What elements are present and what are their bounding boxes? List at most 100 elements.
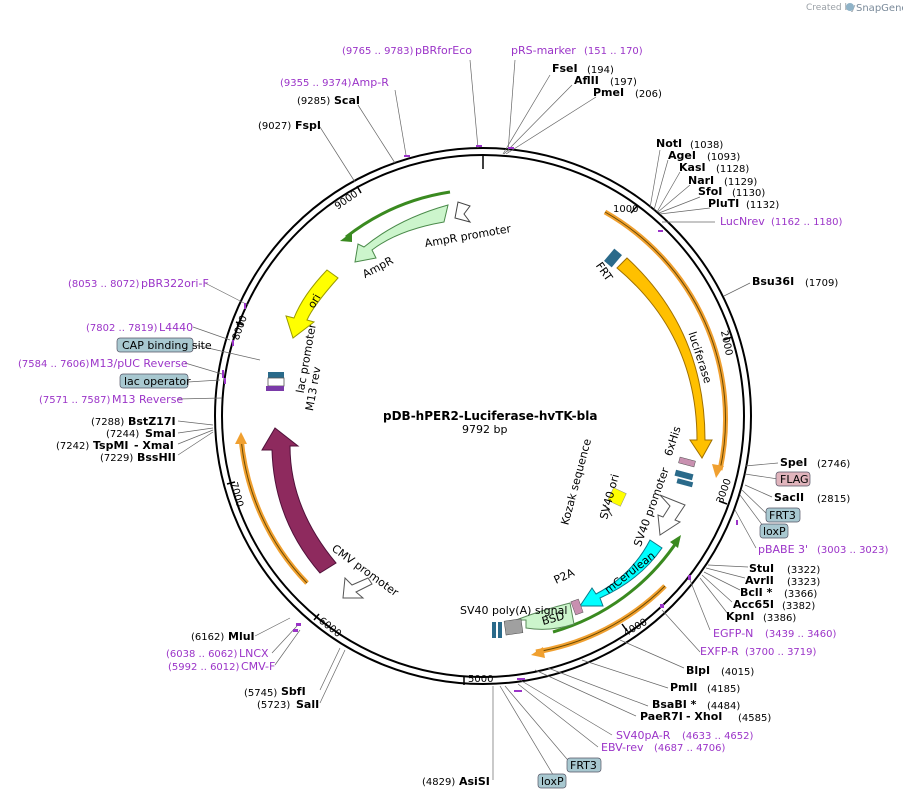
box-label: loxP — [763, 525, 786, 538]
primer-pos: (4687 .. 4706) — [654, 743, 726, 754]
green-arrow-icon — [670, 535, 681, 548]
primer-name: LucNrev — [720, 215, 765, 228]
enzyme-pos: (206) — [635, 89, 662, 100]
bsd-arrow — [515, 602, 575, 630]
bsd-label: BSD — [540, 609, 565, 627]
enzyme-pos: (194) — [587, 65, 614, 76]
plasmid-length: 9792 bp — [462, 423, 507, 436]
boxed-labels: CAP binding site lac operator FLAG FRT3 … — [116, 337, 811, 789]
primer-pos: (7802 .. 7819) — [86, 323, 158, 334]
enzyme-name: BclI * — [740, 586, 773, 599]
enzyme-pos: (1093) — [707, 152, 740, 163]
primer-name: EGFP-N — [713, 627, 753, 640]
primer-pos: (151 .. 170) — [584, 46, 643, 57]
enzyme-pos: (9285) — [297, 96, 330, 107]
primer-name: SV40pA-R — [616, 729, 671, 742]
enzyme-name: SmaI — [145, 427, 176, 440]
enzyme-name: SbfI — [281, 685, 306, 698]
tick-1000: 1000 — [613, 204, 638, 215]
primer-pos: (3003 .. 3023) — [817, 545, 889, 556]
primer-pos: (7571 .. 7587) — [39, 395, 111, 406]
enzyme-pos: (7244) — [106, 429, 139, 440]
box-label: FRT3 — [769, 509, 796, 522]
primer-pos: (3439 .. 3460) — [765, 629, 837, 640]
primer-name: M13 Reverse — [112, 393, 183, 406]
enzyme-name: BsaBI * — [652, 698, 697, 711]
enzyme-name: FseI — [552, 62, 578, 75]
tick-2000: 2000 — [718, 330, 734, 357]
credit-brand: SnapGene — [856, 3, 903, 14]
hsv-tk-arrow — [261, 427, 337, 574]
ampr-promoter-arrow — [454, 201, 472, 223]
primer-name: LNCX — [239, 647, 269, 660]
enzyme-name: SpeI — [780, 456, 807, 469]
primer-name: pRS-marker — [511, 44, 576, 57]
ori-label: ori — [305, 292, 323, 311]
enzyme-name: - XhoI — [686, 710, 722, 723]
enzyme-pos: (2746) — [817, 459, 850, 470]
primer-pos: (5992 .. 6012) — [168, 662, 240, 673]
6xhis-label: 6xHis — [662, 424, 684, 457]
primer-name: EBV-rev — [601, 741, 644, 754]
enzyme-pos: (3386) — [763, 613, 796, 624]
box-label: loxP — [541, 775, 564, 788]
enzyme-name: AvrII — [745, 574, 774, 587]
enzyme-pos: (9027) — [258, 121, 291, 132]
leader-lines — [177, 59, 779, 780]
enzyme-pos: (3366) — [784, 589, 817, 600]
loxp-marker-inner — [676, 478, 694, 488]
lac-operator-marker — [268, 372, 284, 378]
box-label: FLAG — [780, 473, 809, 486]
primer-pos: (3700 .. 3719) — [745, 647, 817, 658]
enzyme-pos: (5723) — [257, 700, 290, 711]
primer-name: L4440 — [159, 321, 193, 334]
snapgene-logo-icon — [846, 3, 854, 11]
luciferase-arrow — [616, 257, 713, 459]
primer-pos: (7584 .. 7606) — [18, 359, 90, 370]
enzyme-pos: (4484) — [707, 701, 740, 712]
cmv-promoter-label: CMV promoter — [329, 542, 401, 599]
enzyme-pos: (1132) — [746, 200, 779, 211]
enzyme-name: BlpI — [686, 664, 710, 677]
enzyme-name: MluI — [228, 630, 255, 643]
p2a-marker — [570, 598, 584, 616]
enzyme-pos: (3322) — [787, 565, 820, 576]
enzyme-name: SfoI — [698, 185, 722, 198]
enzyme-labels: FseI (194) AflII (197) PmeI (206) NotI (… — [56, 62, 850, 788]
enzyme-name: Bsu36I — [752, 275, 794, 288]
primer-pos: (6038 .. 6062) — [166, 649, 238, 660]
primer-pos: (4633 .. 4652) — [682, 731, 754, 742]
frt-marker — [604, 248, 622, 268]
primer-name: M13/pUC Reverse — [90, 357, 188, 370]
ampr-promoter-label: AmpR promoter — [424, 222, 513, 250]
enzyme-pos: (3323) — [787, 577, 820, 588]
enzyme-name: NarI — [688, 174, 714, 187]
enzyme-pos: (197) — [610, 77, 637, 88]
enzyme-name: KasI — [679, 161, 706, 174]
enzyme-pos: (1128) — [716, 164, 749, 175]
orange-arrow-icon — [531, 647, 545, 658]
green-arrow-icon — [340, 232, 352, 242]
enzyme-name: FspI — [295, 119, 321, 132]
ori-arrow — [285, 269, 339, 339]
enzyme-name: BssHII — [137, 451, 176, 464]
box-label: CAP binding site — [122, 339, 212, 352]
box-label: lac operator — [124, 375, 191, 388]
orange-arrow-icon — [235, 432, 247, 444]
primer-markers — [222, 145, 738, 692]
enzyme-pos: (4015) — [721, 667, 754, 678]
frt3-marker-inner — [674, 469, 694, 481]
enzyme-pos: (3382) — [782, 601, 815, 612]
orange-arcs — [238, 209, 729, 655]
sv40-polya-label: SV40 poly(A) signal — [460, 604, 567, 617]
primer-labels: pBRforEco (9765 .. 9783) pRS-marker (151… — [18, 44, 889, 754]
enzyme-pos: (6162) — [191, 632, 224, 643]
enzyme-name: SalI — [296, 698, 319, 711]
enzyme-pos: (4585) — [738, 713, 771, 724]
enzyme-name: SacII — [774, 491, 804, 504]
enzyme-pos: (1709) — [805, 278, 838, 289]
primer-name: pBRforEco — [415, 44, 472, 57]
enzyme-name: Acc65I — [733, 598, 774, 611]
mcerulean-arrow — [579, 539, 663, 607]
